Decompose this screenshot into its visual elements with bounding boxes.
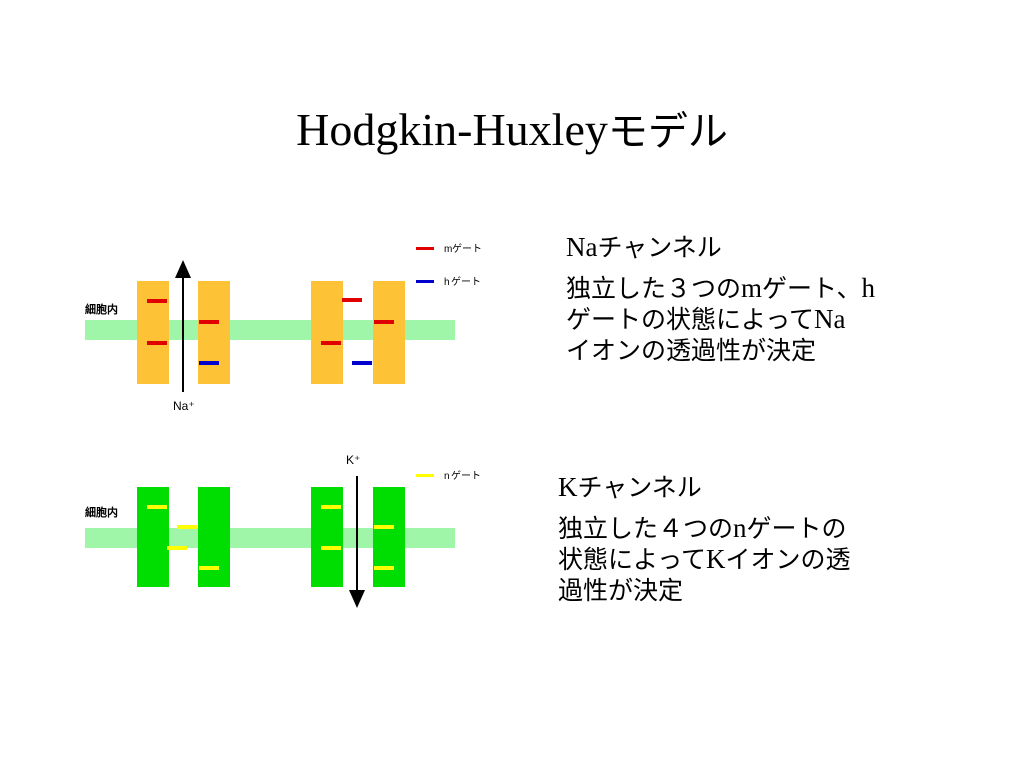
k-intracellular-label: 細胞内: [85, 505, 118, 519]
text-run: m: [741, 273, 763, 303]
k-description-line: 状態によってKイオンの透: [558, 544, 851, 575]
m-gate: [342, 298, 362, 302]
slide-title: Hodgkin-Huxleyモデル: [0, 100, 1024, 162]
text-run: 独立した３つの: [566, 274, 742, 303]
text-run: Na: [814, 304, 846, 334]
legend-n-label: ゲート: [451, 470, 481, 482]
legend-n-gate-swatch: [416, 474, 434, 477]
text-run: n: [733, 513, 747, 543]
k-heading-latin: K: [558, 472, 578, 502]
m-gate: [199, 320, 219, 324]
k-channel-diagram: K⁺ 細胞内 n ゲート: [85, 453, 481, 608]
text-run: ゲートの状態によって: [566, 305, 815, 334]
na-channel-subunit: [137, 281, 169, 384]
n-gate: [147, 505, 167, 509]
legend-h-gate-swatch: [416, 280, 434, 283]
k-legend: n ゲート: [416, 470, 481, 482]
n-gate: [374, 525, 394, 529]
na-membrane: [85, 320, 455, 340]
na-channel-diagram: Na⁺ 細胞内 m ゲート h ゲート: [85, 243, 482, 413]
na-heading-kana: チャンネル: [597, 233, 722, 262]
k-heading-kana: チャンネル: [577, 473, 702, 502]
h-gate: [352, 361, 372, 365]
m-gate: [147, 341, 167, 345]
legend-m-label: ゲート: [452, 243, 482, 255]
m-gate: [147, 299, 167, 303]
na-ion-label: Na⁺: [173, 399, 195, 413]
na-channel-subunit: [198, 281, 230, 384]
k-channel-subunit: [137, 487, 169, 587]
na-channel-heading: Naチャンネル: [566, 232, 875, 263]
k-channel-subunit: [198, 487, 230, 587]
na-channel-subunit: [311, 281, 343, 384]
m-gate: [321, 341, 341, 345]
n-gate: [177, 525, 197, 529]
h-gate: [199, 361, 219, 365]
n-gate: [321, 505, 341, 509]
k-channel-subunit: [373, 487, 405, 587]
na-description-line: ゲートの状態によってNa: [566, 304, 875, 335]
na-channel-subunit: [373, 281, 405, 384]
text-run: h: [861, 273, 876, 303]
k-channel-subunit: [311, 487, 343, 587]
text-run: イオンの透: [725, 545, 851, 574]
text-run: K: [706, 544, 726, 574]
text-run: ゲートの: [746, 514, 847, 543]
na-heading-latin: Na: [566, 232, 598, 262]
k-channel-description: Kチャンネル 独立した４つのnゲートの 状態によってKイオンの透 過性が決定: [558, 472, 851, 606]
k-description-line: 過性が決定: [558, 576, 684, 605]
text-run: ゲート、: [762, 274, 862, 303]
legend-h-label: ゲート: [451, 276, 481, 288]
n-gate: [374, 566, 394, 570]
k-ion-label: K⁺: [346, 453, 360, 467]
n-gate: [199, 566, 219, 570]
k-membrane: [85, 528, 455, 548]
legend-h-letter: h: [444, 277, 450, 288]
n-gate: [321, 546, 341, 550]
na-description-line: 独立した３つのmゲート、h: [566, 273, 875, 304]
na-legend: m ゲート h ゲート: [416, 243, 482, 288]
title-kana: モデル: [607, 109, 728, 155]
legend-n-letter: n: [444, 471, 450, 482]
n-gate: [167, 546, 187, 550]
text-run: 状態によって: [558, 545, 707, 574]
na-description-line: イオンの透過性が決定: [566, 336, 817, 365]
legend-m-letter: m: [444, 244, 452, 255]
text-run: 独立した４つの: [558, 514, 734, 543]
legend-m-gate-swatch: [416, 247, 434, 250]
na-intracellular-label: 細胞内: [85, 302, 118, 316]
title-latin: Hodgkin-Huxley: [296, 104, 608, 155]
na-channel-description: Naチャンネル 独立した３つのmゲート、h ゲートの状態によってNa イオンの透…: [566, 232, 875, 366]
m-gate: [374, 320, 394, 324]
k-description-line: 独立した４つのnゲートの: [558, 513, 851, 544]
k-channel-heading: Kチャンネル: [558, 472, 851, 503]
